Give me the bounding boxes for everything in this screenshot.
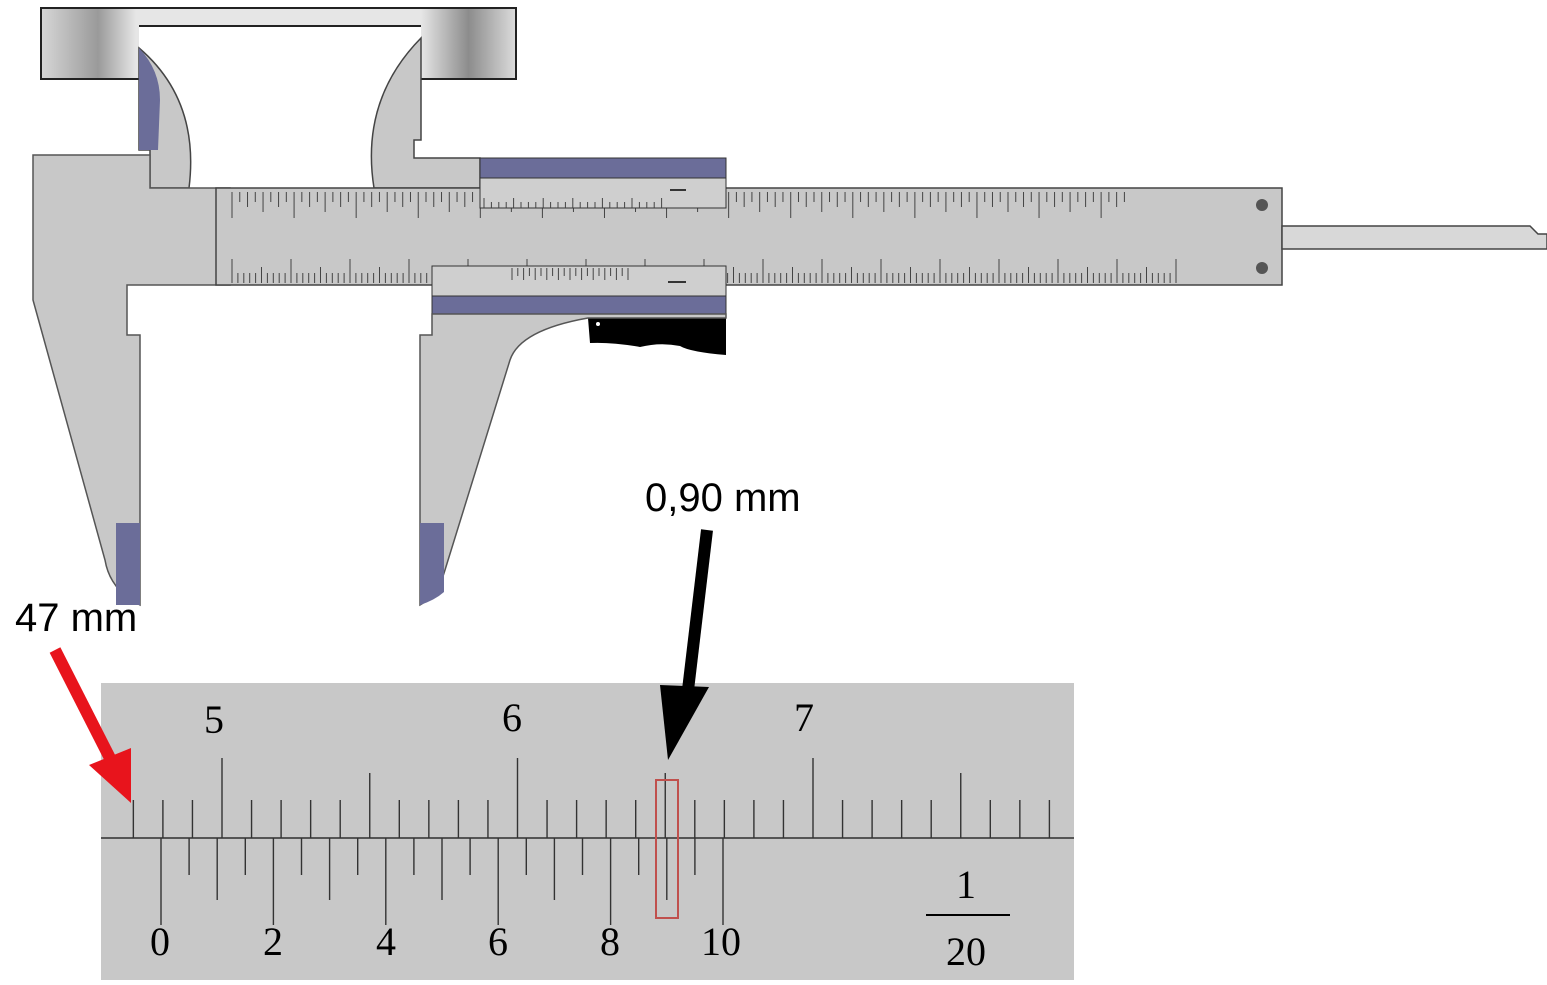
fixed-upper-jaw-pad <box>139 48 160 150</box>
upper-vernier-ticks <box>483 189 686 208</box>
main-scale-reading: 47 mm <box>15 596 138 640</box>
vernier-number-0: 0 <box>150 919 170 964</box>
vernier-scale-reading: 0,90 mm <box>645 476 801 520</box>
black-arrow-head <box>660 685 709 760</box>
vernier-number-10: 10 <box>701 919 741 964</box>
depth-rod <box>1281 225 1547 250</box>
movable-lower-jaw-pad <box>420 523 444 605</box>
aligned-tick-highlight <box>655 779 679 919</box>
black-arrow-shaft <box>682 529 713 691</box>
main-beam <box>215 187 1283 286</box>
thumb-grip <box>588 318 726 355</box>
zoom-main-ticks <box>132 758 1051 838</box>
vernier-number-6: 6 <box>488 919 508 964</box>
movable-upper-jaw <box>370 36 481 189</box>
main-number-7: 7 <box>794 695 814 740</box>
beam-screw-top <box>1256 199 1268 211</box>
vernier-number-2: 2 <box>263 919 283 964</box>
upper-slider-band <box>479 157 727 179</box>
main-number-6: 6 <box>502 695 522 740</box>
zoom-vernier-ticks <box>160 838 724 925</box>
top-cap-slot <box>139 26 421 86</box>
movable-lower-jaw <box>419 313 727 607</box>
vernier-number-8: 8 <box>600 919 620 964</box>
lower-vernier-window <box>431 265 727 297</box>
upper-vernier-window <box>479 177 727 209</box>
red-arrow-head <box>89 748 131 803</box>
red-arrow-shaft <box>49 647 121 771</box>
zoom-scale-panel <box>101 683 1074 980</box>
lower-vernier-ticks <box>511 268 686 283</box>
vernier-number-4: 4 <box>376 919 396 964</box>
main-number-5: 5 <box>204 697 224 742</box>
resolution-denominator: 20 <box>946 929 986 974</box>
resolution-numerator: 1 <box>956 862 976 907</box>
fixed-lower-jaw-pad <box>116 523 140 605</box>
beam-screw-bottom <box>1256 262 1268 274</box>
lower-slider-band <box>431 295 727 315</box>
